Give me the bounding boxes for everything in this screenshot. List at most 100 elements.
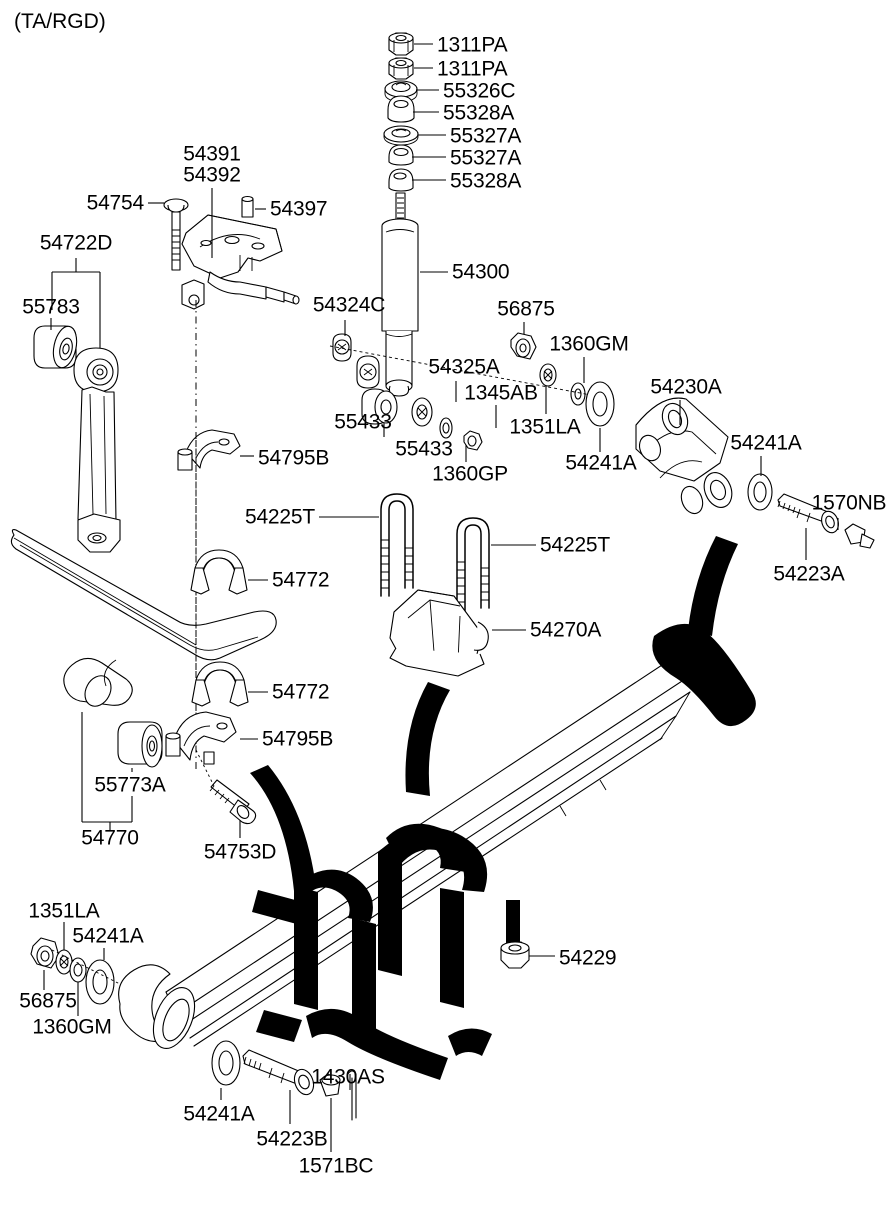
- part-label-55783: 55783: [22, 295, 80, 319]
- part-label-55433-2: 55433: [395, 437, 453, 461]
- part-55433-upper: [356, 355, 380, 408]
- part-54391-54392-bracket: [181, 214, 300, 310]
- part-56875-right: [510, 322, 537, 360]
- part-54225T-ubolt-1: [319, 493, 414, 597]
- part-54225T-ubolt-2: [456, 517, 536, 619]
- part-label-54324C: 54324C: [312, 293, 386, 317]
- part-54270A-seat: [389, 589, 526, 677]
- bottom-left-hardware: [30, 922, 121, 1016]
- part-55327A-upper: [383, 125, 419, 146]
- part-label-1311PA-1: 1311PA: [437, 33, 508, 57]
- part-label-54795B-1: 54795B: [258, 446, 330, 470]
- part-label-54229: 54229: [559, 946, 617, 970]
- part-55328A-lower: [388, 168, 414, 192]
- part-54753D-bolt: [195, 749, 257, 838]
- part-1351LA-right: [539, 363, 557, 414]
- part-label-55327A-1: 55327A: [450, 124, 522, 148]
- part-54397-pin: [241, 195, 266, 218]
- part-label-56875-1: 56875: [497, 297, 555, 321]
- part-54241A-bottom: [211, 1040, 241, 1100]
- part-54300-shock-absorber: [381, 192, 448, 397]
- part-label-1311PA-2: 1311PA: [437, 57, 508, 81]
- part-54324C: [332, 320, 352, 362]
- part-label-55327A-2: 55327A: [450, 146, 522, 170]
- part-54772-lower: [191, 661, 268, 707]
- part-54795B-upper: [177, 429, 254, 471]
- part-54229-nut: [500, 920, 555, 969]
- part-label-55773A: 55773A: [94, 773, 166, 797]
- part-54795B-lower: [165, 711, 258, 765]
- part-1311PA-lower: [388, 57, 414, 80]
- part-label-54392: 54392: [183, 163, 241, 187]
- part-label-55433-1: 55433: [334, 410, 392, 434]
- part-55328A-upper: [387, 95, 415, 123]
- part-label-54223B: 54223B: [256, 1127, 328, 1151]
- part-label-54391: 54391: [183, 142, 241, 166]
- part-label-54270A: 54270A: [530, 618, 602, 642]
- part-54241A-left: [85, 948, 115, 1005]
- part-label-54241A-2: 54241A: [730, 431, 802, 455]
- installed-ubolt-shapes: [250, 536, 756, 1080]
- shock-upper-hardware-stack: [383, 32, 419, 192]
- part-55783-bushing: [33, 318, 78, 369]
- part-55433-lower: [361, 388, 398, 437]
- part-label-1360GM-2: 1360GM: [32, 1015, 112, 1039]
- part-55327A-lower: [388, 144, 414, 166]
- part-1430AS-cotter-pin: [347, 1070, 357, 1121]
- part-label-1570NB: 1570NB: [811, 491, 886, 515]
- part-54223B-pin: [242, 1049, 315, 1124]
- part-54722D-stabilizer-link: [33, 258, 121, 553]
- part-54223A-pin: [777, 493, 839, 560]
- part-54241A-shackle-lower: [747, 456, 773, 511]
- part-55773A-bushing: [117, 721, 163, 772]
- part-label-54325A: 54325A: [428, 355, 500, 379]
- part-label-55328A-1: 55328A: [443, 101, 515, 125]
- part-label-54241A-1: 54241A: [565, 451, 637, 475]
- part-54325A: [411, 381, 457, 427]
- part-label-54397: 54397: [270, 197, 328, 221]
- part-label-54754: 54754: [86, 191, 145, 215]
- part-1351LA-left: [55, 922, 73, 975]
- part-label-1360GM-1: 1360GM: [549, 332, 629, 356]
- part-1571BC-nipple: [319, 1073, 341, 1152]
- part-54230A-shackle: [635, 397, 733, 515]
- part-label-1351LA-2: 1351LA: [28, 899, 100, 923]
- diagram-title: (TA/RGD): [14, 10, 106, 33]
- part-label-1430AS: 1430AS: [311, 1065, 385, 1089]
- part-label-54772-2: 54772: [272, 680, 330, 704]
- part-54241A-shackle-upper: [585, 381, 615, 452]
- part-54770-stabilizer-bar: [10, 529, 277, 707]
- part-label-54230A: 54230A: [650, 375, 722, 399]
- bottom-center-hardware: [211, 1040, 357, 1152]
- part-56875-left: [30, 937, 60, 990]
- part-label-1345AB: 1345AB: [464, 381, 538, 405]
- part-1360GP: [439, 417, 467, 462]
- part-label-54223A: 54223A: [773, 562, 845, 586]
- leaf-spring-assembly: [118, 639, 715, 1049]
- part-label-54772-1: 54772: [272, 568, 330, 592]
- part-label-54770: 54770: [81, 826, 139, 850]
- part-55326C: [384, 80, 418, 103]
- part-label-54225T-2: 54225T: [540, 533, 611, 557]
- part-1345AB: [463, 405, 497, 451]
- part-1311PA-upper: [388, 32, 414, 56]
- part-label-56875-2: 56875: [19, 989, 77, 1013]
- part-label-1360GP: 1360GP: [432, 462, 508, 486]
- part-54772-upper: [190, 549, 268, 595]
- part-label-54241A-3: 54241A: [72, 924, 144, 948]
- part-1360GM-left: [69, 957, 87, 1016]
- part-label-54722D: 54722D: [39, 231, 113, 255]
- part-label-1351LA-1: 1351LA: [509, 415, 581, 439]
- part-label-55326C: 55326C: [443, 79, 516, 103]
- link-body: [73, 347, 121, 553]
- part-label-54241A-4: 54241A: [183, 1102, 255, 1126]
- leaders-top-stack: [412, 43, 446, 181]
- part-label-1571BC: 1571BC: [298, 1154, 374, 1178]
- part-label-54795B-2: 54795B: [262, 727, 334, 751]
- part-label-54753D: 54753D: [203, 840, 277, 864]
- part-label-54300: 54300: [452, 260, 510, 284]
- part-label-54225T-1: 54225T: [244, 505, 315, 529]
- part-1570NB-nipple: [837, 518, 875, 549]
